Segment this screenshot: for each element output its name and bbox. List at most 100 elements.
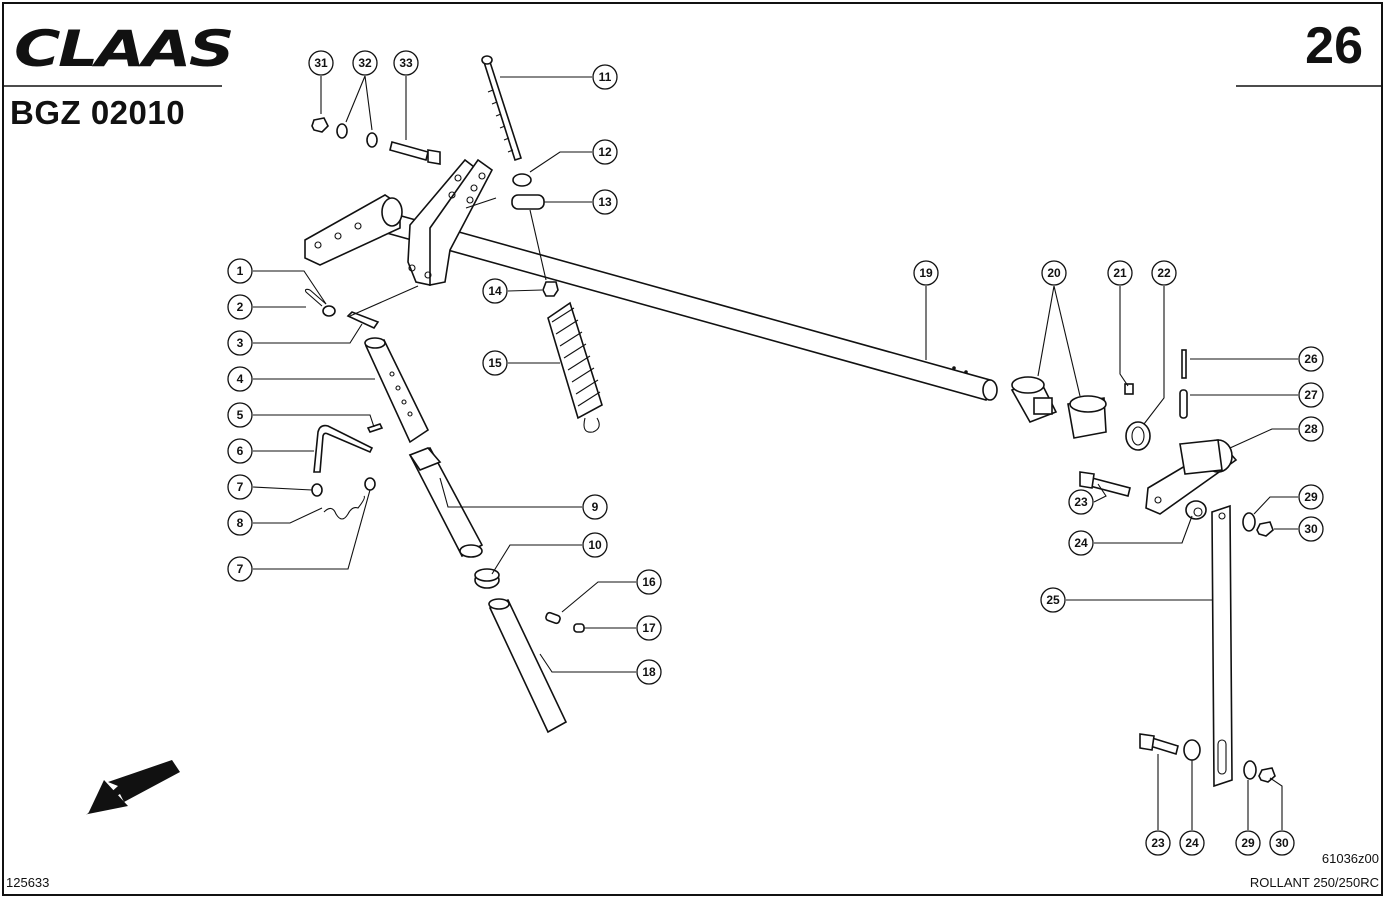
callout-12: 12 xyxy=(592,139,618,165)
nut-part-24-upper xyxy=(1185,500,1207,520)
pin-part-13 xyxy=(511,194,545,210)
bolt-part-23-upper xyxy=(1079,471,1131,497)
document-code: BGZ 02010 xyxy=(10,94,186,131)
svg-text:16: 16 xyxy=(642,575,656,589)
callout-28: 28 xyxy=(1298,416,1324,442)
callout-25: 25 xyxy=(1040,587,1066,613)
svg-text:29: 29 xyxy=(1304,490,1318,504)
svg-text:5: 5 xyxy=(237,408,244,422)
svg-text:6: 6 xyxy=(237,444,244,458)
callout-6: 6 xyxy=(227,438,253,464)
callout-21: 21 xyxy=(1107,260,1133,286)
callout-8: 8 xyxy=(227,510,253,536)
nut-part-31 xyxy=(311,117,329,133)
arrow-down-left-icon xyxy=(86,760,180,815)
washer-part-1 xyxy=(322,305,336,317)
callout-32: 32 xyxy=(352,50,378,76)
svg-text:31: 31 xyxy=(314,56,328,70)
lever-part-28 xyxy=(1145,439,1238,515)
callout-19: 19 xyxy=(913,260,939,286)
svg-text:11: 11 xyxy=(599,70,612,84)
sleeve-part-9 xyxy=(408,447,484,558)
callout-13: 13 xyxy=(592,189,618,215)
svg-text:32: 32 xyxy=(358,56,372,70)
svg-text:22: 22 xyxy=(1157,266,1171,280)
svg-text:3: 3 xyxy=(237,336,244,350)
svg-text:23: 23 xyxy=(1151,836,1165,850)
callout-3: 3 xyxy=(227,330,253,356)
svg-text:25: 25 xyxy=(1046,593,1060,607)
pin-part-3 xyxy=(346,311,380,330)
brand-wordmark: CLAAS xyxy=(14,20,232,78)
svg-text:30: 30 xyxy=(1304,522,1318,536)
callout-7-lower: 7 xyxy=(227,556,253,582)
svg-text:23: 23 xyxy=(1074,495,1088,509)
split-pin-part-2 xyxy=(304,288,327,307)
bushing-part-20-left xyxy=(1010,376,1058,423)
main-shaft-part-19 xyxy=(375,208,998,402)
svg-text:2: 2 xyxy=(237,300,244,314)
callout-14: 14 xyxy=(482,278,508,304)
callout-5: 5 xyxy=(227,402,253,428)
callout-27: 27 xyxy=(1298,382,1324,408)
threaded-rod-part-11 xyxy=(481,55,523,162)
svg-text:4: 4 xyxy=(237,372,244,386)
nut-part-30-upper xyxy=(1256,521,1274,537)
svg-text:7: 7 xyxy=(237,480,244,494)
tube-part-4 xyxy=(364,337,430,444)
callout-26: 26 xyxy=(1298,346,1324,372)
svg-text:28: 28 xyxy=(1304,422,1318,436)
svg-text:10: 10 xyxy=(588,538,602,552)
svg-text:26: 26 xyxy=(1304,352,1318,366)
callout-30-lower: 30 xyxy=(1269,830,1295,856)
pin-part-27 xyxy=(1179,389,1188,419)
callout-15: 15 xyxy=(482,350,508,376)
washers-part-32 xyxy=(336,123,378,148)
left-bracket-plate xyxy=(304,194,403,266)
sheet-number: 125633 xyxy=(6,875,50,890)
ring-part-7-lower xyxy=(364,477,376,491)
svg-text:8: 8 xyxy=(237,516,244,530)
callout-22: 22 xyxy=(1151,260,1177,286)
cap-part-10 xyxy=(474,568,500,589)
model-name: ROLLANT 250/250RC xyxy=(1249,875,1379,890)
svg-text:15: 15 xyxy=(488,356,502,370)
drawing-id: 61036z00 xyxy=(1321,851,1379,866)
collar-part-22 xyxy=(1125,421,1151,451)
svg-text:24: 24 xyxy=(1074,536,1088,550)
callout-7-upper: 7 xyxy=(227,474,253,500)
nut-part-14 xyxy=(542,281,559,297)
link-part-25 xyxy=(1211,504,1233,788)
callout-24-lower: 24 xyxy=(1179,830,1205,856)
callout-4: 4 xyxy=(227,366,253,392)
set-screw-part-21 xyxy=(1124,383,1134,395)
callout-20: 20 xyxy=(1041,260,1067,286)
ring-part-7-upper xyxy=(311,483,323,497)
svg-text:21: 21 xyxy=(1113,266,1127,280)
page-number: 26 xyxy=(1305,17,1363,75)
pin-part-5 xyxy=(366,423,384,433)
arm-plates xyxy=(407,158,494,286)
callout-31: 31 xyxy=(308,50,334,76)
svg-text:1: 1 xyxy=(237,264,244,278)
bolt-part-33 xyxy=(389,141,441,165)
spring-part-15 xyxy=(547,301,603,433)
shaft-part-18 xyxy=(488,598,568,734)
bent-pin-part-6 xyxy=(313,424,374,473)
callout-2: 2 xyxy=(227,294,253,320)
svg-text:33: 33 xyxy=(399,56,413,70)
claas-logo: CLAAS xyxy=(14,20,234,78)
nut-part-24-lower xyxy=(1183,739,1201,761)
pin-part-26 xyxy=(1181,349,1187,379)
callout-10: 10 xyxy=(582,532,608,558)
pin-part-16 xyxy=(545,611,561,625)
svg-text:19: 19 xyxy=(919,266,933,280)
svg-text:12: 12 xyxy=(598,145,612,159)
washer-part-12 xyxy=(512,173,532,187)
callout-23-upper: 23 xyxy=(1068,489,1094,515)
svg-text:9: 9 xyxy=(592,500,599,514)
callout-23-lower: 23 xyxy=(1145,830,1171,856)
svg-text:14: 14 xyxy=(488,284,502,298)
svg-text:17: 17 xyxy=(642,621,656,635)
